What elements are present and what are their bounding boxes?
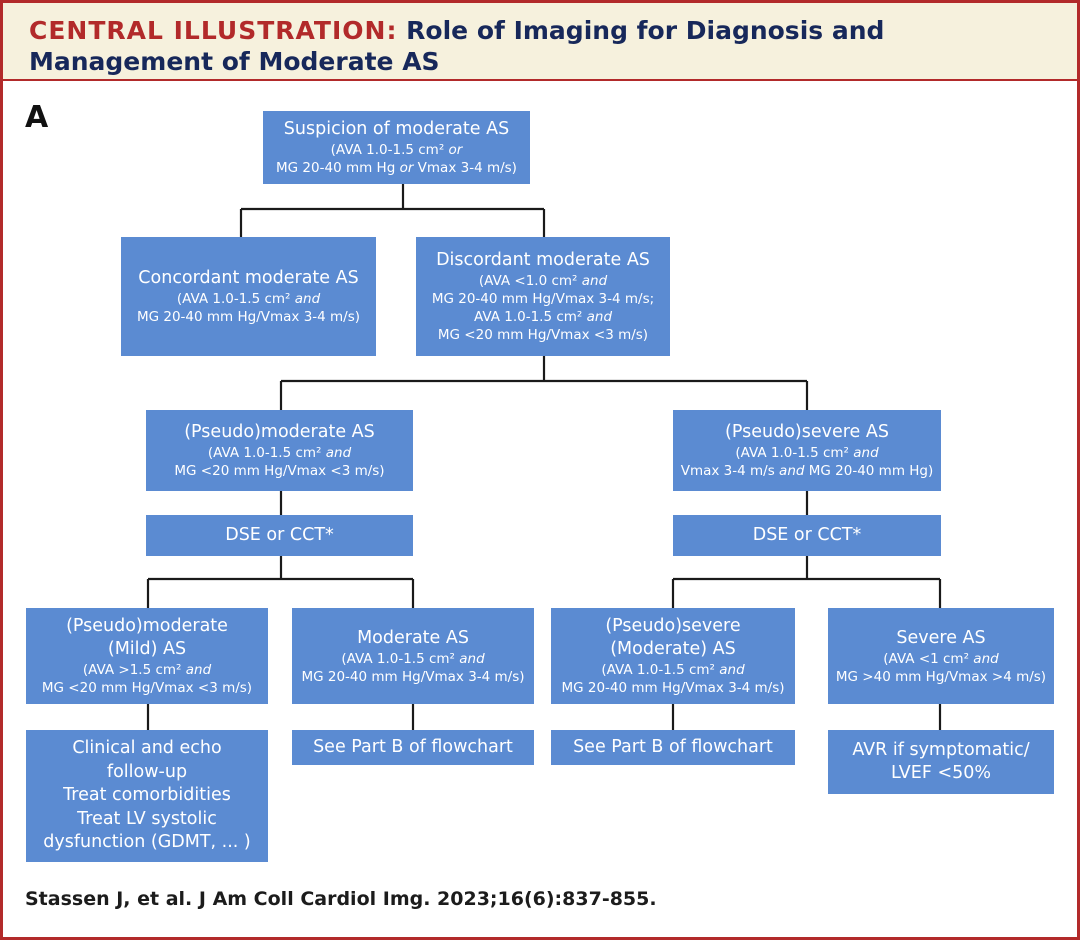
node-discordant: Discordant moderate AS (AVA <1.0 cm² and… (416, 237, 670, 356)
node-dse-cct-right: DSE or CCT* (673, 515, 941, 556)
node-see-part-b-1: See Part B of flowchart (292, 730, 534, 765)
node-criteria: (AVA 1.0-1.5 cm² and MG 20-40 mm Hg/Vmax… (136, 291, 361, 325)
node-title: Discordant moderate AS (436, 250, 650, 270)
node-followup: Clinical and echo follow-up Treat comorb… (26, 730, 268, 862)
node-title: DSE or CCT* (752, 525, 862, 545)
node-body: See Part B of flowchart (573, 736, 773, 757)
node-avr: AVR if symptomatic/ LVEF <50% (828, 730, 1054, 794)
node-severe-as: Severe AS (AVA <1 cm² and MG >40 mm Hg/V… (828, 608, 1054, 704)
node-title: Severe AS (896, 627, 986, 648)
citation: Stassen J, et al. J Am Coll Cardiol Img.… (25, 888, 657, 910)
header-bar: CENTRAL ILLUSTRATION: Role of Imaging fo… (3, 3, 1077, 81)
title-prefix: CENTRAL ILLUSTRATION: (29, 16, 398, 45)
node-body: AVR if symptomatic/ LVEF <50% (852, 739, 1030, 784)
node-criteria: (AVA <1 cm² and MG >40 mm Hg/Vmax >4 m/s… (835, 650, 1047, 685)
title-text: Role of Imaging for Diagnosis and Manage… (29, 16, 885, 76)
node-title: Moderate AS (357, 627, 469, 648)
node-criteria: (AVA 1.0-1.5 cm² and Vmax 3-4 m/s and MG… (680, 445, 934, 479)
node-criteria: (AVA 1.0-1.5 cm² and MG 20-40 mm Hg/Vmax… (561, 662, 785, 696)
node-suspicion: Suspicion of moderate AS (AVA 1.0-1.5 cm… (263, 111, 530, 184)
node-body: See Part B of flowchart (313, 736, 513, 757)
node-title: (Pseudo)severe AS (725, 422, 889, 442)
node-title: (Pseudo)moderate AS (184, 422, 375, 442)
node-concordant: Concordant moderate AS (AVA 1.0-1.5 cm² … (121, 237, 376, 356)
node-criteria: (AVA <1.0 cm² and MG 20-40 mm Hg/Vmax 3-… (431, 273, 655, 343)
node-title: DSE or CCT* (225, 525, 334, 545)
panel-label: A (25, 100, 49, 135)
node-mild-as: (Pseudo)moderate (Mild) AS (AVA >1.5 cm²… (26, 608, 268, 704)
node-title: Concordant moderate AS (138, 268, 359, 288)
node-see-part-b-2: See Part B of flowchart (551, 730, 795, 765)
node-title: (Pseudo)moderate (Mild) AS (66, 616, 228, 659)
node-moderate-as: Moderate AS (AVA 1.0-1.5 cm² and MG 20-4… (292, 608, 534, 704)
node-criteria: (AVA 1.0-1.5 cm² and MG 20-40 mm Hg/Vmax… (301, 650, 525, 685)
node-pseudo-severe: (Pseudo)severe AS (AVA 1.0-1.5 cm² and V… (673, 410, 941, 491)
node-body: Clinical and echo follow-up Treat comorb… (43, 738, 251, 853)
node-criteria: (AVA 1.0-1.5 cm² or MG 20-40 mm Hg or Vm… (276, 142, 517, 176)
node-title: (Pseudo)severe (Moderate) AS (605, 616, 741, 659)
node-criteria: (AVA 1.0-1.5 cm² and MG <20 mm Hg/Vmax <… (174, 445, 385, 479)
figure-title: CENTRAL ILLUSTRATION: Role of Imaging fo… (29, 15, 1059, 77)
node-dse-cct-left: DSE or CCT* (146, 515, 413, 556)
node-pseudo-moderate: (Pseudo)moderate AS (AVA 1.0-1.5 cm² and… (146, 410, 413, 491)
node-criteria: (AVA >1.5 cm² and MG <20 mm Hg/Vmax <3 m… (41, 662, 253, 696)
node-title: Suspicion of moderate AS (283, 119, 510, 139)
node-moderate-severe-as: (Pseudo)severe (Moderate) AS (AVA 1.0-1.… (551, 608, 795, 704)
